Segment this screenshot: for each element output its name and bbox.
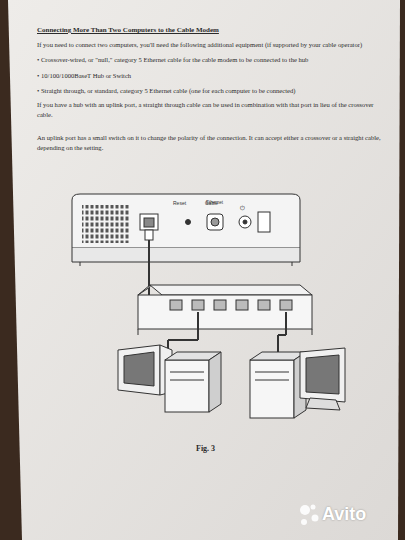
bullet-item: • Crossover-wired, or "null," category 5… xyxy=(37,55,385,65)
watermark-logo xyxy=(300,505,319,526)
watermark-text: Avito xyxy=(322,503,397,525)
body-paragraph: An uplink port has a small switch on it … xyxy=(37,133,385,153)
page-heading: Connecting More Than Two Computers to th… xyxy=(37,25,382,35)
svg-text:⏻: ⏻ xyxy=(240,204,245,211)
body-paragraph: If you need to connect two computers, yo… xyxy=(37,40,385,50)
right-computer xyxy=(250,348,345,418)
port-label: Reset xyxy=(173,200,186,206)
modem-housing: EthernetResetCable xyxy=(72,194,300,262)
left-computer xyxy=(118,345,221,412)
bullet-item: • 10/100/1000BaseT Hub or Switch xyxy=(37,71,385,81)
cable-modem-drawing: ⏻ xyxy=(72,194,300,266)
hub-drawing xyxy=(138,285,312,335)
figure-caption: Fig. 3 xyxy=(196,444,215,453)
port-label: Cable xyxy=(205,200,218,206)
paper-sheet xyxy=(8,0,400,540)
body-paragraph: If you have a hub with an uplink port, a… xyxy=(37,100,385,120)
bullet-item: • Straight through, or standard, categor… xyxy=(37,86,385,96)
